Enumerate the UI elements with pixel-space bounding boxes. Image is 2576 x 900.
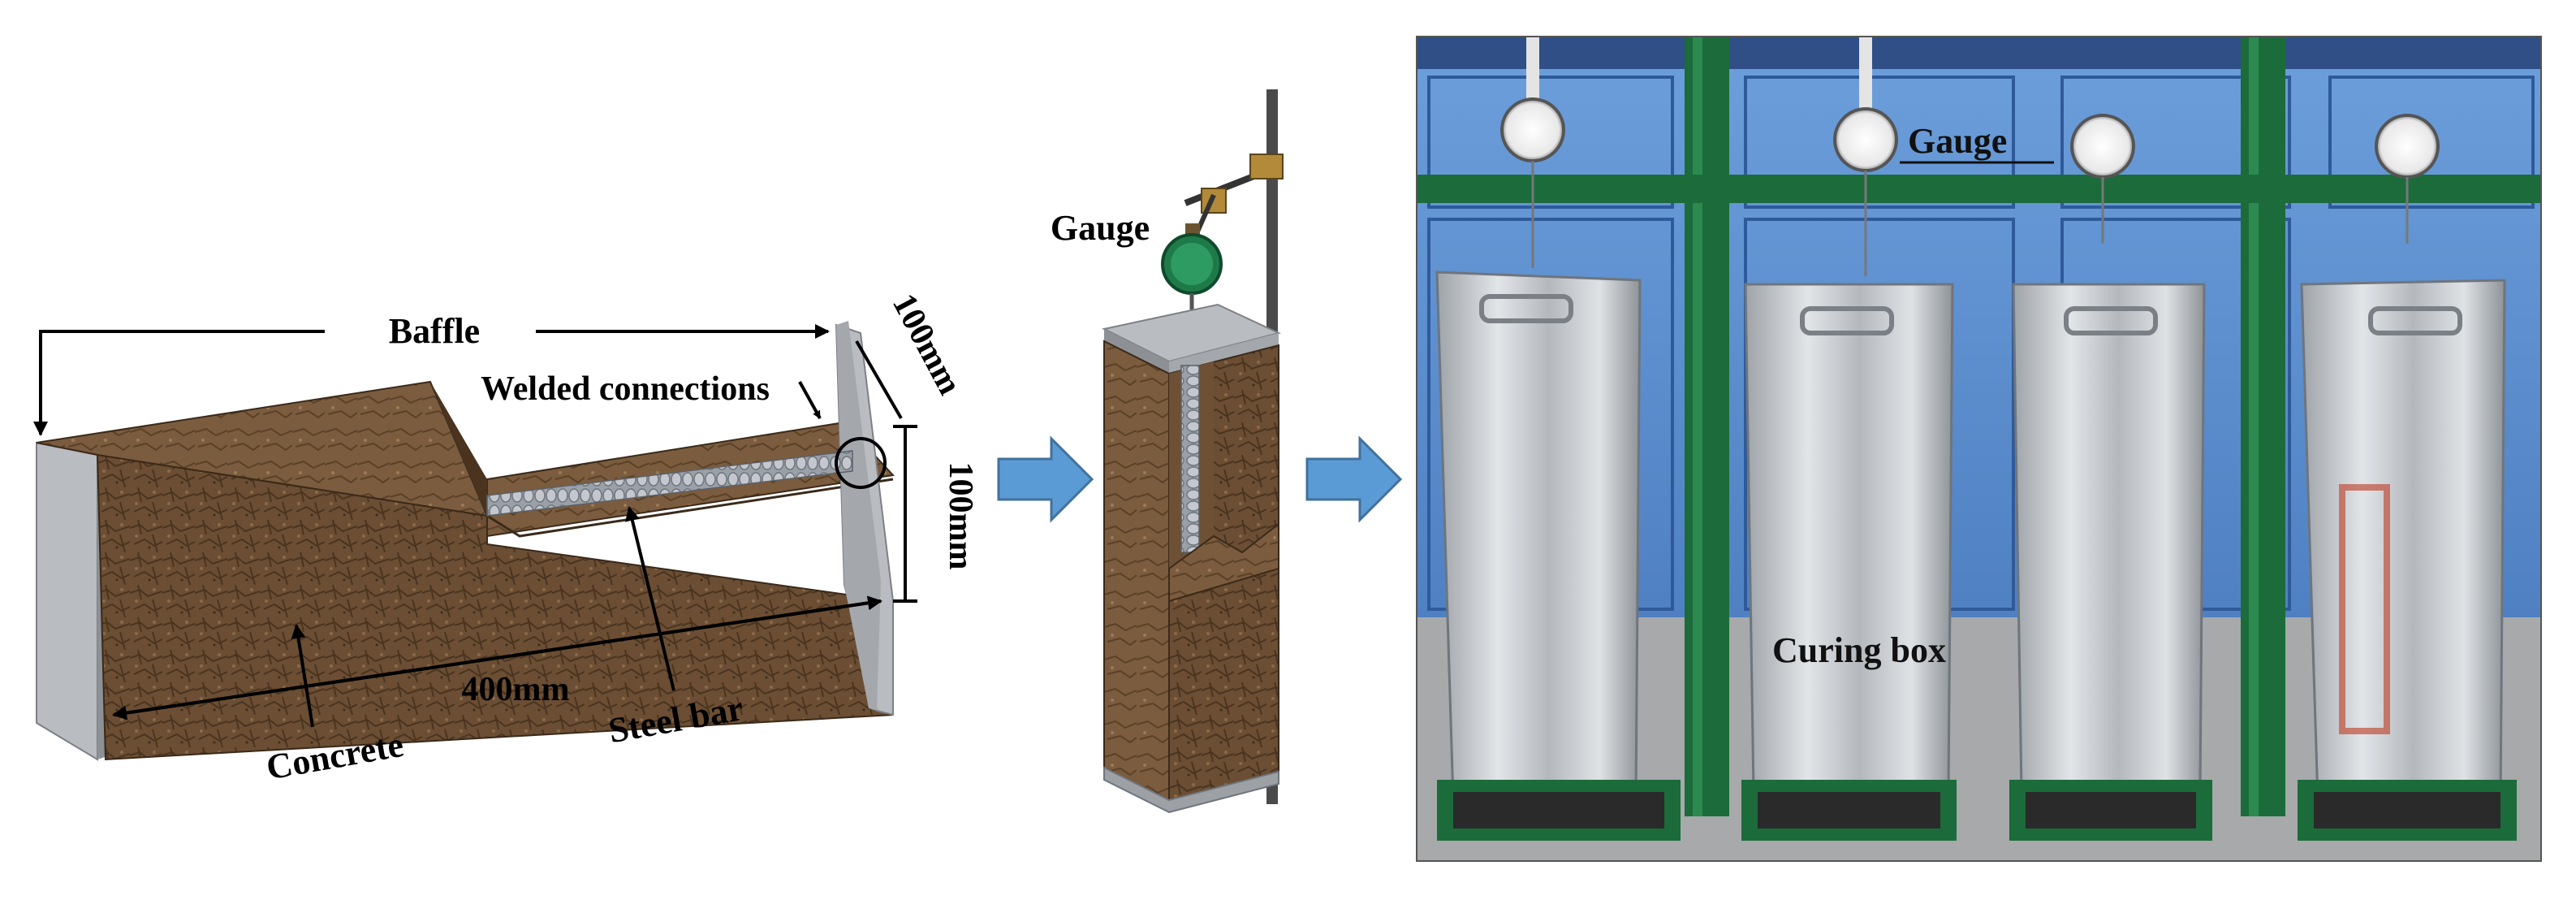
side-dimension-label: 100mm	[942, 462, 979, 570]
photo-gauge-label: Gauge	[1908, 121, 2007, 161]
steel-bar-arrow	[625, 506, 675, 691]
top-dimension-label: 100mm	[885, 288, 969, 400]
curing-box	[1435, 270, 1642, 802]
vertical-steel-bar	[1180, 365, 1200, 553]
curing-box	[1744, 283, 1954, 794]
steel-bar	[486, 450, 853, 517]
frame-post	[2241, 37, 2285, 816]
welded-connections-label: Welded connections	[481, 370, 770, 408]
baffle-label: Baffle	[389, 311, 480, 351]
length-label: 400mm	[462, 671, 570, 708]
dial-gauge-icon	[2375, 114, 2440, 244]
dial-gauge-icon	[1161, 223, 1223, 313]
curing-box	[2012, 283, 2206, 794]
right-arrow-icon	[1305, 435, 1403, 523]
curing-box-label: Curing box	[1772, 630, 1946, 670]
measuring-setup-drawing: Gauge	[1051, 89, 1284, 814]
specimen-column-left	[1103, 340, 1170, 802]
baffle-arrow-left	[33, 330, 325, 436]
welded-arrow	[798, 381, 822, 419]
concrete-arrow	[291, 624, 314, 728]
curing-box	[2300, 279, 2506, 802]
frame-post	[1685, 37, 1729, 816]
right-arrow-icon	[997, 435, 1094, 523]
setup-gauge-label: Gauge	[1051, 208, 1150, 248]
left-baffle-plate	[36, 441, 98, 761]
curing-lab-photo: Gauge Curing box	[1416, 36, 2542, 862]
dial-gauge-icon	[2070, 114, 2135, 244]
welded-connection-circle	[835, 437, 887, 489]
top-dimension-line	[855, 340, 903, 420]
dial-gauge-icon	[1500, 37, 1565, 268]
specimen-drawing: Baffle Welded connections 100mm 100mm 40…	[33, 288, 979, 788]
dial-gauge-icon	[1833, 37, 1898, 276]
